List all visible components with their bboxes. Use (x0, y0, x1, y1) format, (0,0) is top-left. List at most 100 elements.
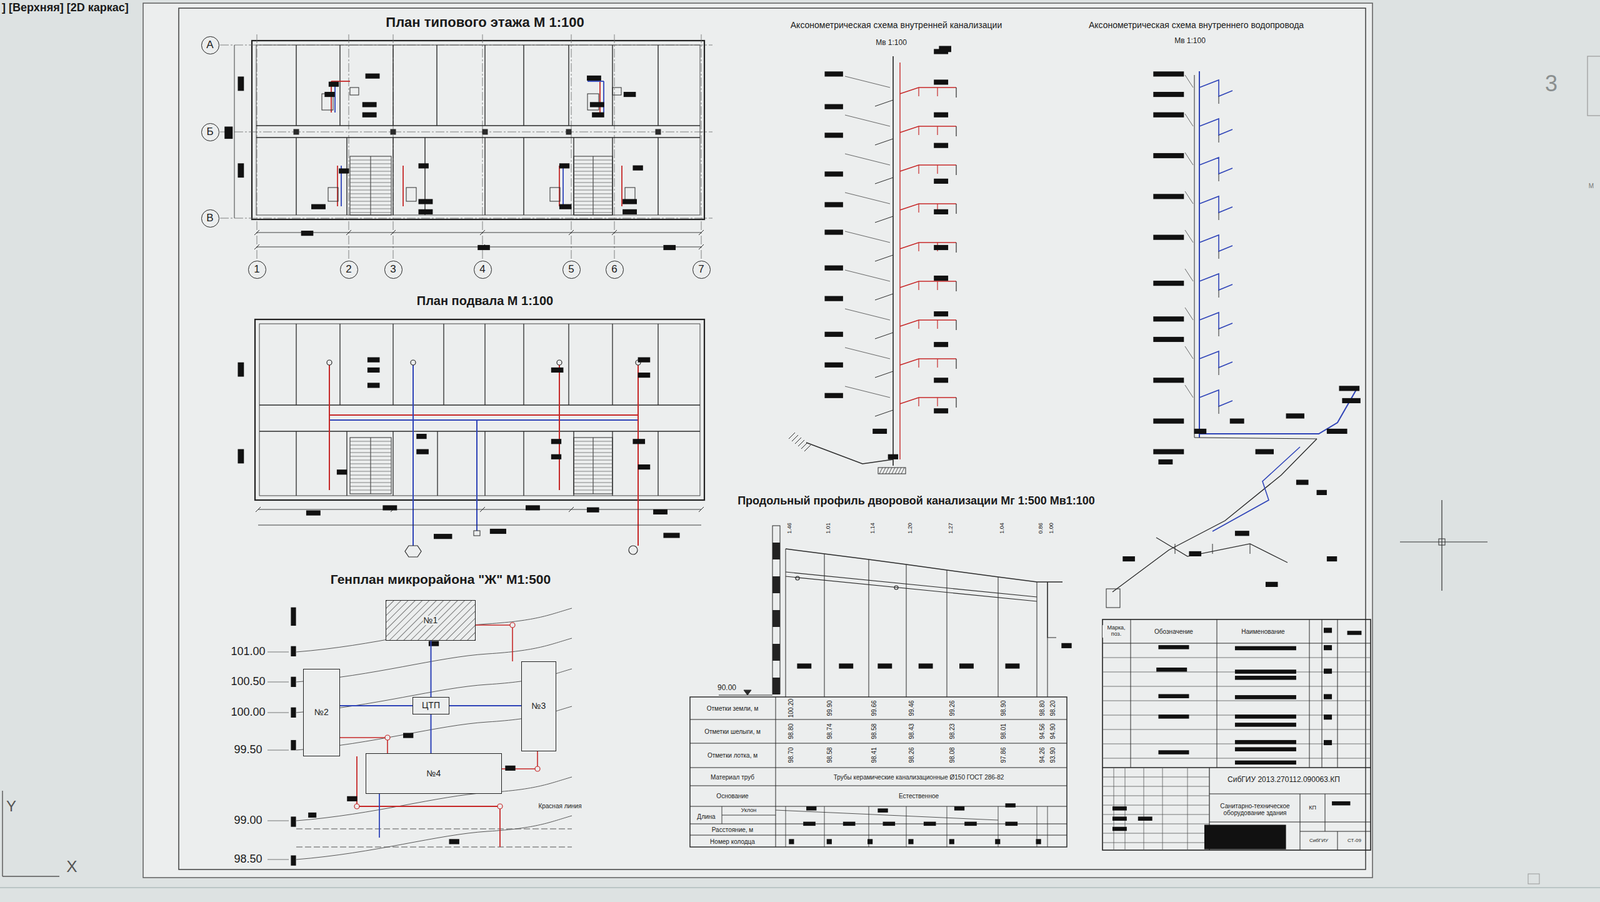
water-branch (1199, 235, 1233, 252)
stair-step (573, 163, 594, 165)
leader-line (845, 192, 890, 204)
redacted-mark (622, 198, 637, 204)
redacted-mark (237, 163, 244, 178)
leader-line (845, 76, 890, 88)
cad-pickbox (1438, 538, 1445, 545)
wall (339, 323, 340, 405)
sewer-branch (900, 281, 957, 288)
cad-crosshair (1400, 541, 1488, 542)
leader-line (1185, 346, 1194, 359)
axis-line (701, 34, 702, 260)
redacted-mark (1188, 551, 1202, 557)
redacted-mark (1153, 91, 1184, 97)
table-row-line (1102, 686, 1371, 687)
fixture-outlet (955, 203, 957, 214)
manhole-symbol (628, 545, 638, 555)
water-branch (1199, 351, 1233, 368)
stair-step (573, 441, 594, 442)
leader-line (1185, 307, 1194, 320)
redacted-mark (653, 509, 668, 515)
water-branch (1199, 196, 1233, 213)
stair-step (593, 167, 613, 169)
fixture-outlet (955, 397, 957, 408)
wall (295, 323, 297, 405)
redacted-mark (1235, 746, 1297, 752)
redacted-mark (638, 372, 651, 378)
stair-step (350, 163, 371, 165)
wall (523, 431, 524, 496)
building-name: №3 (531, 701, 547, 711)
stamp-line (1143, 767, 1145, 850)
sewer-pipe (328, 362, 330, 490)
sewer-branch (900, 165, 957, 172)
ui-letter: М (1588, 182, 1595, 190)
water-branch (1199, 273, 1233, 290)
stamp-line (1300, 831, 1371, 832)
table-value: 98.70 (787, 746, 795, 764)
building-block: №1 (385, 600, 476, 641)
sewer-pipe (558, 362, 560, 490)
redacted-mark (290, 607, 296, 626)
redacted-mark (1122, 556, 1135, 562)
stair-step (370, 475, 392, 476)
dimension-tick (568, 506, 574, 512)
stair-step (350, 441, 371, 442)
redacted-mark (1153, 71, 1184, 77)
water-branch (1199, 390, 1233, 407)
wall (657, 45, 659, 126)
stair-step (370, 208, 392, 210)
stair-step (350, 448, 371, 450)
table-cell: Трубы керамические канализационные Ø150 … (833, 773, 1005, 781)
dimension-tick (568, 230, 574, 235)
redacted-mark (824, 265, 843, 271)
stair-step (350, 463, 371, 465)
table-value: 98.74 (826, 722, 834, 740)
axis-name: В (205, 212, 214, 225)
redacted-mark (933, 143, 949, 149)
ground-hatch (891, 467, 895, 474)
redacted-mark (933, 48, 949, 54)
redacted-mark (416, 433, 427, 439)
building-outline (259, 323, 700, 496)
ground-hatch (791, 435, 799, 442)
stair-step (593, 182, 613, 184)
scale-bar-segment (772, 576, 780, 594)
sewer-pipe (329, 414, 639, 416)
axis-name: 6 (610, 263, 618, 276)
stamp-line (1102, 823, 1210, 825)
wall (339, 45, 340, 126)
water-input (1112, 438, 1317, 592)
redacted-mark (1323, 714, 1332, 720)
elevation-mark: 99.50 (233, 743, 263, 757)
sewer-branch (875, 138, 894, 145)
ground-hatch (795, 437, 802, 444)
redacted-mark (367, 367, 380, 373)
stair-step (573, 471, 594, 472)
sewer-branch (875, 371, 894, 378)
leader-line (1185, 385, 1194, 398)
redacted-mark (1331, 801, 1350, 806)
plumbing-pipe (599, 81, 601, 113)
redacted-mark (1323, 645, 1332, 650)
contour-tick (267, 651, 289, 653)
water-pipe-connector (449, 705, 522, 707)
redacted-mark (824, 393, 843, 399)
ground-hatch (885, 467, 889, 474)
stair-step (593, 205, 613, 206)
redacted-mark (1194, 428, 1207, 434)
stair (350, 156, 392, 215)
pipe-line (785, 571, 1037, 597)
stair-step (370, 163, 392, 165)
dimension-tick (611, 230, 617, 235)
redacted-mark (949, 838, 955, 844)
axis-name: 2 (345, 263, 352, 276)
redacted-mark (1153, 449, 1184, 455)
redacted-mark (306, 510, 321, 516)
stair (573, 437, 613, 494)
redacted-mark (1153, 316, 1184, 322)
contour-line (296, 815, 572, 860)
redacted-mark (551, 454, 562, 460)
column (566, 129, 572, 135)
